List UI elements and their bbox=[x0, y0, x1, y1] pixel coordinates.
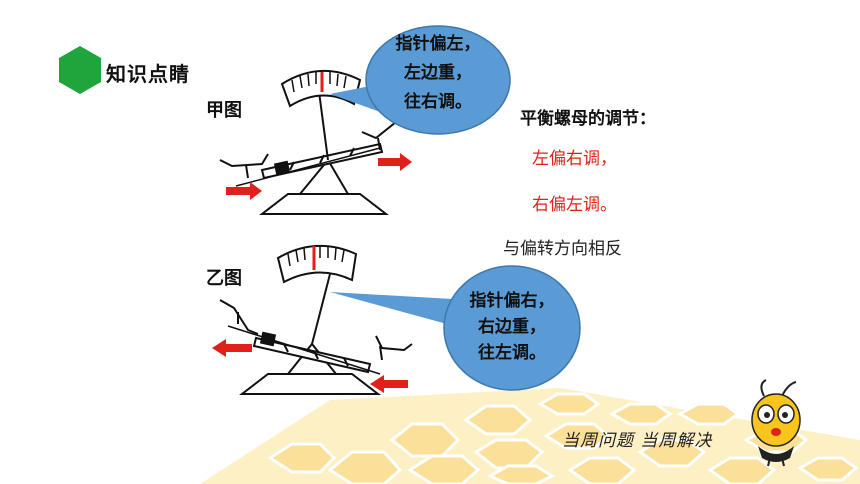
figure-b-label: 乙图 bbox=[206, 268, 242, 289]
bubble-b-line: 往左调。 bbox=[478, 343, 546, 363]
bubble-a-line: 往右调。 bbox=[404, 92, 472, 112]
page-title: 知识点睛 bbox=[106, 62, 190, 86]
rule-note: 与偏转方向相反 bbox=[503, 239, 622, 259]
arrow-right-icon bbox=[226, 182, 262, 200]
hexagon-icon bbox=[59, 46, 101, 94]
rule-line: 左偏右调， bbox=[532, 149, 617, 169]
bubble-a-line: 左边重， bbox=[404, 63, 472, 83]
rule-line: 右偏左调。 bbox=[532, 195, 617, 215]
slogan-text: 当周问题 当周解决 bbox=[562, 431, 713, 451]
figure-a-balance bbox=[219, 70, 403, 215]
bubble-b-line: 右边重， bbox=[478, 317, 546, 337]
speech-bubble-b bbox=[330, 265, 581, 391]
arrow-left-icon bbox=[212, 339, 252, 357]
bubble-a-line: 指针偏左， bbox=[395, 34, 481, 54]
honeycomb-decoration bbox=[200, 388, 860, 484]
rule-heading: 平衡螺母的调节： bbox=[520, 109, 656, 129]
arrow-right-icon bbox=[378, 153, 412, 171]
bubble-a-text: 指针偏左， 左边重， 往右调。 bbox=[376, 30, 500, 117]
bee-mascot-icon bbox=[751, 379, 801, 467]
bubble-b-line: 指针偏右， bbox=[469, 291, 555, 311]
figure-b-balance bbox=[219, 245, 413, 395]
arrow-left-icon bbox=[370, 375, 408, 393]
speech-bubble-a bbox=[330, 25, 511, 135]
bubble-b-text: 指针偏右， 右边重， 往左调。 bbox=[452, 288, 572, 366]
figure-a-label: 甲图 bbox=[206, 100, 242, 121]
